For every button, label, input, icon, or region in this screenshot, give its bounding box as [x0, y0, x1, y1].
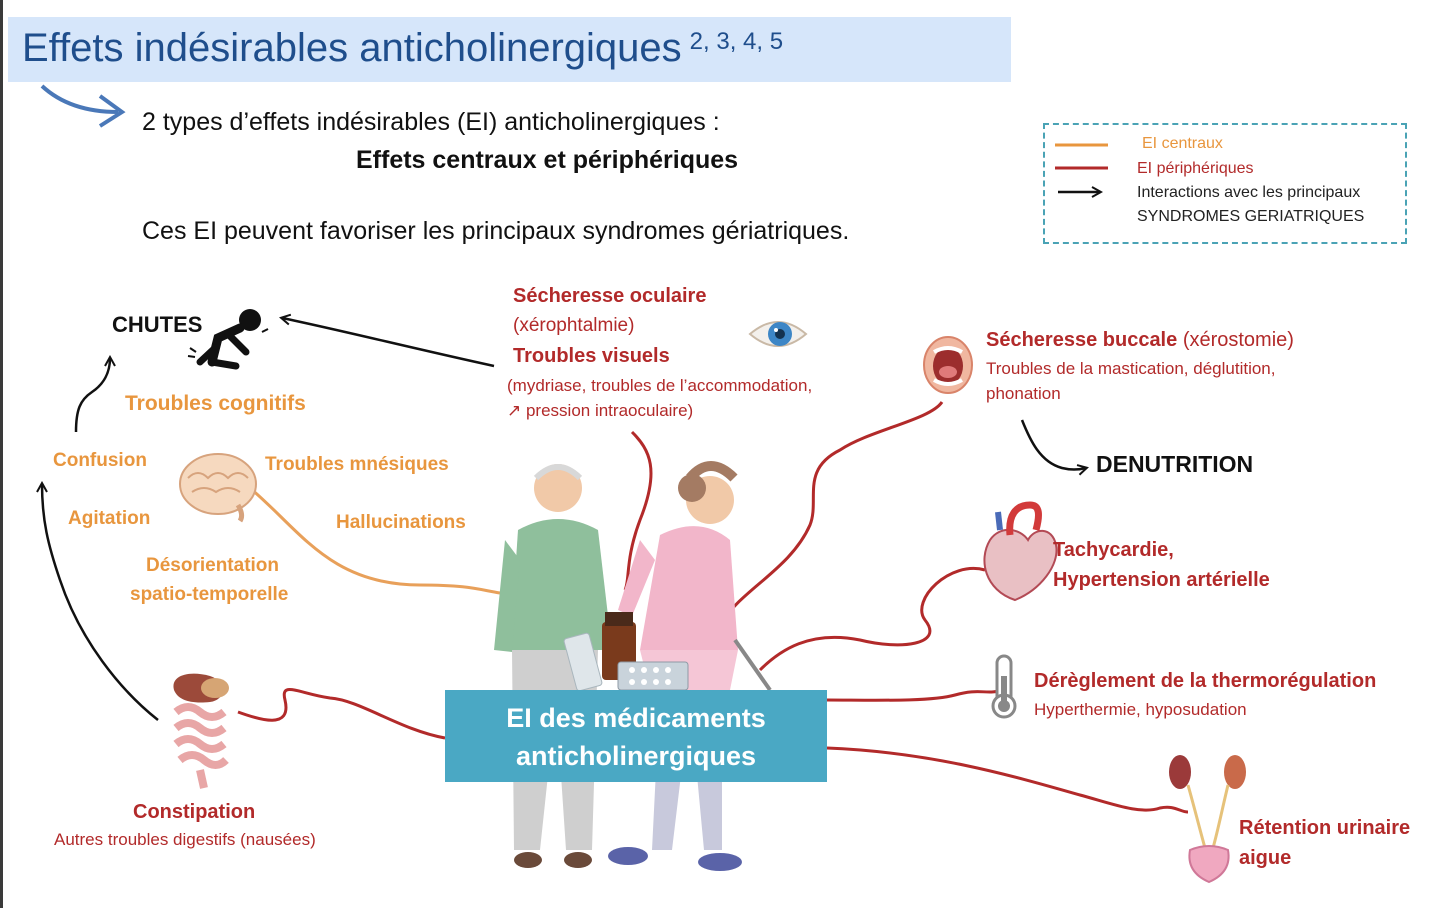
syndrome-denutrition: DENUTRITION [1096, 451, 1254, 477]
effect-buccal-detail-2: phonation [986, 384, 1061, 403]
legend-central-label: EI centraux [1142, 135, 1223, 152]
connector-digestive [237, 688, 446, 740]
falling-person-icon [187, 309, 269, 370]
connector-brain [249, 486, 501, 595]
effect-visual-detail-2: ↗ pression intraoculaire) [507, 401, 694, 420]
effect-buccal-detail-1: Troubles de la mastication, déglutition, [986, 359, 1276, 378]
intro-arrow [40, 84, 119, 114]
arrow-confusion-to-chutes [74, 358, 110, 433]
medication-icon [563, 612, 689, 692]
brain-icon [179, 453, 257, 523]
heart-icon [983, 501, 1058, 602]
effect-hypertension: Hypertension artérielle [1053, 569, 1270, 591]
arrow-digestive-to-confusion [42, 484, 159, 721]
syndrome-chutes: CHUTES [112, 312, 203, 337]
center-box-line-2: anticholinergiques [515, 741, 757, 771]
arrow-visual-to-chutes [282, 318, 495, 368]
effect-visual-detail-1: (mydriase, troubles de l’accommodation, [507, 376, 813, 395]
effect-thermoregulation: Dérèglement de la thermorégulation [1034, 670, 1377, 692]
effect-hallucinations: Hallucinations [336, 512, 466, 533]
slide-left-border [0, 0, 3, 908]
title-references: 2, 3, 4, 5 [689, 28, 784, 55]
connector-eye [623, 430, 653, 591]
effect-constipation: Constipation [133, 801, 256, 823]
effect-secheresse-buccale: Sécheresse buccale (xérostomie) [986, 329, 1294, 351]
effect-spatio-temporelle: spatio-temporelle [130, 584, 289, 605]
effect-troubles-visuels: Troubles visuels [513, 345, 670, 367]
effect-confusion: Confusion [53, 450, 147, 471]
center-box-line-1: EI des médicaments [506, 703, 766, 733]
effect-secheresse-oculaire: Sécheresse oculaire [513, 285, 707, 307]
effect-troubles-cognitifs: Troubles cognitifs [125, 392, 306, 415]
connector-thermo [826, 688, 1006, 702]
effect-troubles-mnesiques: Troubles mnésiques [265, 454, 449, 475]
legend-interaction-label-2: SYNDROMES GERIATRIQUES [1137, 208, 1365, 225]
effect-xerophtalmie: (xérophtalmie) [513, 315, 635, 336]
effect-agitation: Agitation [68, 508, 151, 529]
legend-interaction-label-1: Interactions avec les principaux [1137, 184, 1361, 201]
thermometer-icon [991, 654, 1017, 719]
effect-constipation-detail: Autres troubles digestifs (nausées) [54, 830, 316, 849]
mouth-icon [923, 336, 973, 394]
digestive-system-icon [173, 673, 229, 789]
eye-icon [748, 321, 808, 347]
arrow-buccal-to-denutrition [1020, 419, 1086, 470]
connector-mouth [718, 401, 944, 626]
effect-retention-urinaire: Rétention urinaire [1239, 817, 1411, 839]
effect-thermo-detail: Hyperthermie, hyposudation [1034, 700, 1247, 719]
effect-tachycardie: Tachycardie, [1053, 539, 1174, 561]
connector-heart [758, 566, 986, 672]
intro-line-3: Ces EI peuvent favoriser les principaux … [142, 217, 850, 245]
legend-peripheral-label: EI périphériques [1137, 160, 1254, 177]
intro-line-1: 2 types d’effets indésirables (EI) antic… [142, 108, 720, 136]
effect-retention-aigue: aigue [1239, 847, 1292, 869]
effect-desorientation: Désorientation [146, 555, 280, 576]
connector-kidney [826, 746, 1189, 814]
center-box: EI des médicaments anticholinergiques [445, 690, 827, 782]
title-band [8, 17, 1011, 82]
intro-line-2: Effets centraux et périphériques [356, 146, 739, 174]
legend [1043, 123, 1407, 244]
intro-arrow-head [98, 94, 126, 128]
kidneys-bladder-icon [1169, 755, 1246, 884]
